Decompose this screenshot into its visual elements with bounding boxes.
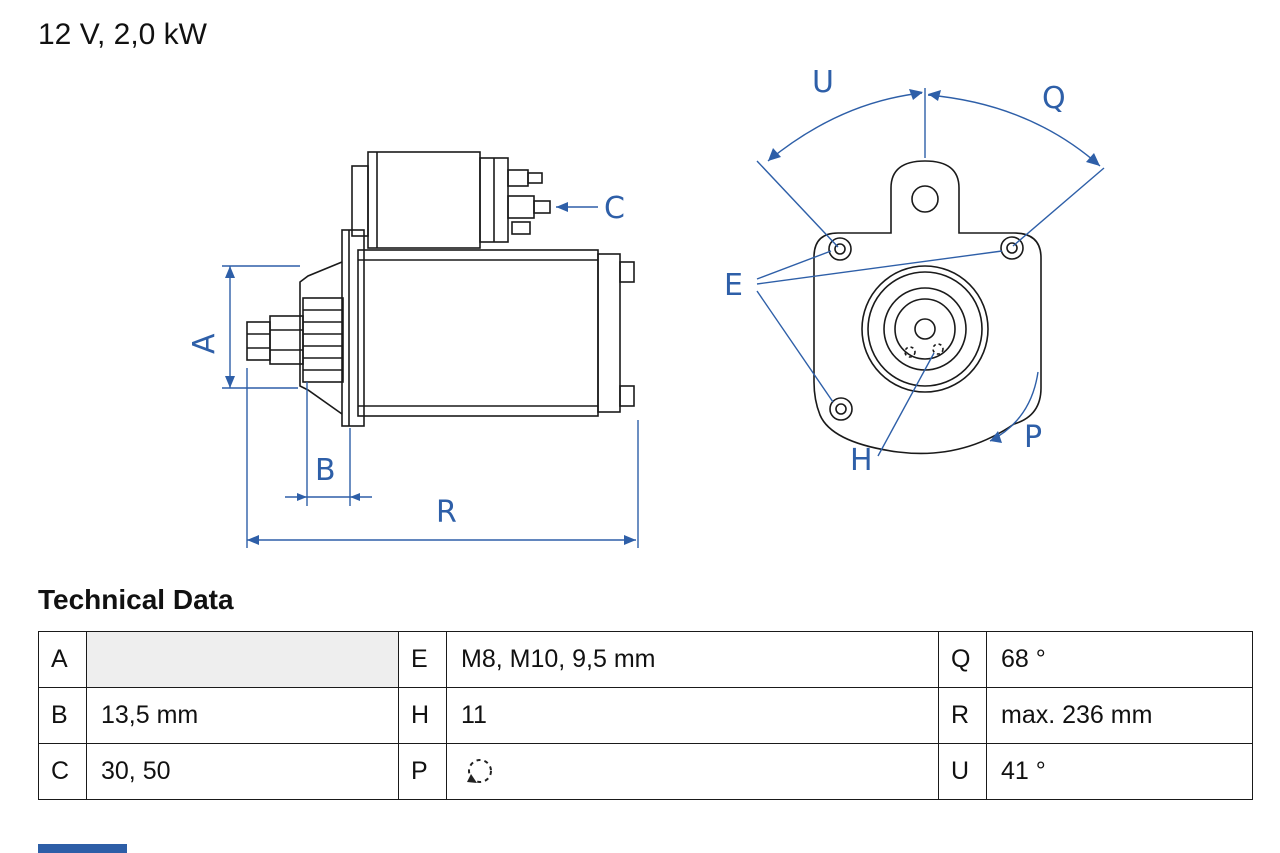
value-Q: 68 °: [1001, 645, 1046, 673]
starter-motor-front-view: [813, 160, 1042, 455]
value-R: max. 236 mm: [1001, 701, 1153, 729]
section-heading: Technical Data: [38, 584, 234, 615]
side-view-dimension-arrows: [225, 202, 636, 545]
table-cell-key-P: P: [399, 744, 447, 800]
dim-label-P: P: [1024, 420, 1042, 455]
key-H: H: [411, 701, 430, 729]
front-view-dimension-arrows: [768, 89, 1100, 443]
key-C: C: [51, 757, 70, 785]
dim-label-Q: Q: [1042, 81, 1066, 116]
side-view-dimensions: [222, 206, 639, 548]
value-U: 41 °: [1001, 757, 1046, 785]
table-cell-key-R: R: [939, 688, 987, 744]
table-cell-key-Q: Q: [939, 632, 987, 688]
key-U: U: [951, 757, 970, 785]
table-cell-key-B: B: [39, 688, 87, 744]
dim-label-B: B: [315, 453, 336, 488]
key-B: B: [51, 701, 68, 729]
table-cell-key-A: A: [39, 632, 87, 688]
key-E: E: [411, 645, 428, 673]
value-H: 11: [461, 701, 487, 729]
table-cell-key-C: C: [39, 744, 87, 800]
value-E: M8, M10, 9,5 mm: [461, 645, 656, 673]
starter-motor-side-view: [246, 151, 635, 427]
table-cell-value-B: 13,5 mm: [87, 688, 399, 744]
value-B: 13,5 mm: [101, 701, 199, 729]
dim-label-H: H: [850, 443, 873, 478]
table-cell-value-R: max. 236 mm: [987, 688, 1253, 744]
table-cell-key-E: E: [399, 632, 447, 688]
table-cell-value-A: [87, 632, 399, 688]
table-cell-key-H: H: [399, 688, 447, 744]
dim-label-R: R: [436, 495, 457, 530]
value-C: 30, 50: [101, 757, 171, 785]
table-cell-value-H: 11: [447, 688, 939, 744]
table-cell-value-C: 30, 50: [87, 744, 399, 800]
rotation-direction-icon: [467, 758, 492, 783]
key-Q: Q: [951, 645, 971, 673]
technical-data-table: A E M8, M10, 9,5 mm Q 68 ° B 13,5 mm H 1…: [38, 631, 1253, 800]
bottom-accent-bar: [38, 844, 127, 853]
key-R: R: [951, 701, 970, 729]
table-cell-value-Q: 68 °: [987, 632, 1253, 688]
key-A: A: [51, 645, 68, 673]
starter-motor-diagram: A B C R: [187, 65, 1105, 548]
table-cell-value-E: M8, M10, 9,5 mm: [447, 632, 939, 688]
dim-label-A: A: [187, 333, 222, 354]
key-P: P: [411, 757, 428, 785]
table-cell-key-U: U: [939, 744, 987, 800]
table-cell-value-P: [447, 744, 939, 800]
dim-label-C: C: [604, 191, 625, 226]
table-cell-value-U: 41 °: [987, 744, 1253, 800]
dim-label-E: E: [724, 268, 743, 303]
dim-label-U: U: [812, 65, 834, 100]
product-title: 12 V, 2,0 kW: [38, 18, 207, 51]
